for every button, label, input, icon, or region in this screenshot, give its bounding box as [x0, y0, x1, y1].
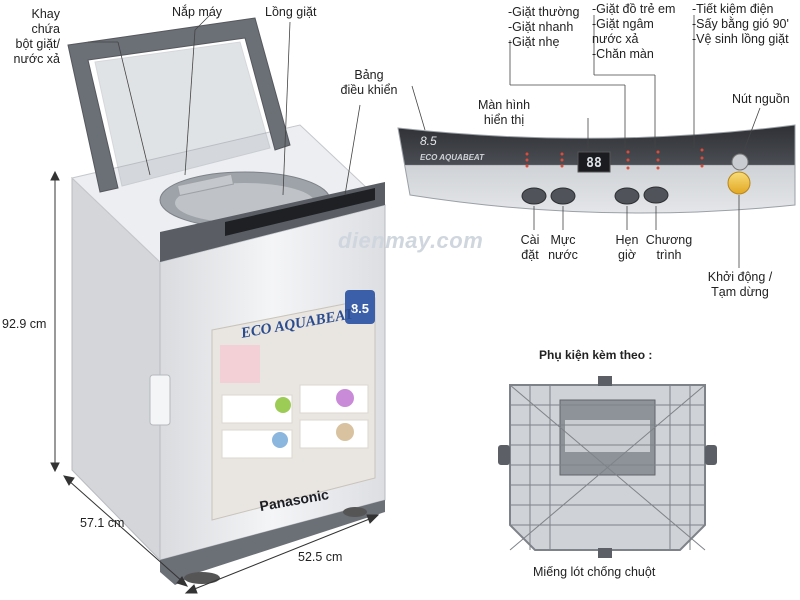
- timer-button-shape: [614, 187, 640, 205]
- program-button-shape: [643, 186, 669, 204]
- accessories-heading: Phụ kiện kèm theo :: [539, 348, 653, 362]
- power-button-label: Nút nguồn: [732, 92, 790, 106]
- programs-group-1-label: -Giặt thường -Giặt nhanh -Giặt nhẹ: [508, 5, 580, 49]
- program-label: Chương trình: [645, 233, 693, 262]
- programs-group-2-label: -Giặt đồ trẻ em -Giặt ngâm nước xả -Chăn…: [592, 2, 676, 61]
- drum-label: Lồng giặt: [265, 5, 317, 19]
- water-level-label: Mực nước: [548, 233, 578, 262]
- panel-capacity-text: 8.5: [420, 134, 437, 148]
- depth-dimension-label: 57.1 cm: [80, 516, 125, 530]
- water-level-button-shape: [550, 187, 576, 205]
- panel-buttons: [521, 171, 751, 205]
- width-dimension-label: 52.5 cm: [298, 550, 343, 564]
- capacity-badge-text: 8.5: [351, 301, 369, 316]
- pointer-lines-panel: [411, 15, 761, 268]
- programs-group-3-label: -Tiết kiệm điện -Sấy bằng gió 90' -Vệ si…: [692, 2, 789, 46]
- anti-rat-base-accessory: [498, 376, 717, 558]
- display-label: Màn hình hiển thị: [477, 98, 531, 127]
- height-dimension-label: 92.9 cm: [2, 317, 47, 331]
- setting-button-shape: [521, 187, 547, 205]
- watermark: dienmay.com: [338, 228, 484, 253]
- control-panel-illustration: 8.5 ECO AQUABEAT 88: [397, 124, 796, 214]
- start-pause-button-shape: [727, 171, 751, 195]
- panel-series-text: ECO AQUABEAT: [420, 153, 485, 162]
- dimension-lines: [50, 170, 380, 594]
- anti-rat-base-label: Miếng lót chống chuột: [533, 565, 656, 579]
- pointer-lines-machine: [88, 14, 361, 196]
- lid-label: Nắp máy: [172, 5, 223, 19]
- start-pause-label: Khởi động / Tạm dừng: [707, 270, 773, 299]
- control-panel-label: Bảng điều khiển: [340, 68, 398, 97]
- timer-label: Hẹn giờ: [615, 233, 639, 262]
- washing-machine: 8.5 ECO AQUABEAT Panasonic: [67, 17, 387, 585]
- panel-display-digits: 88: [586, 156, 602, 171]
- detergent-tray-label: Khay chứa bột giặt/ nước xả: [13, 7, 60, 66]
- setting-label: Cài đặt: [520, 233, 540, 262]
